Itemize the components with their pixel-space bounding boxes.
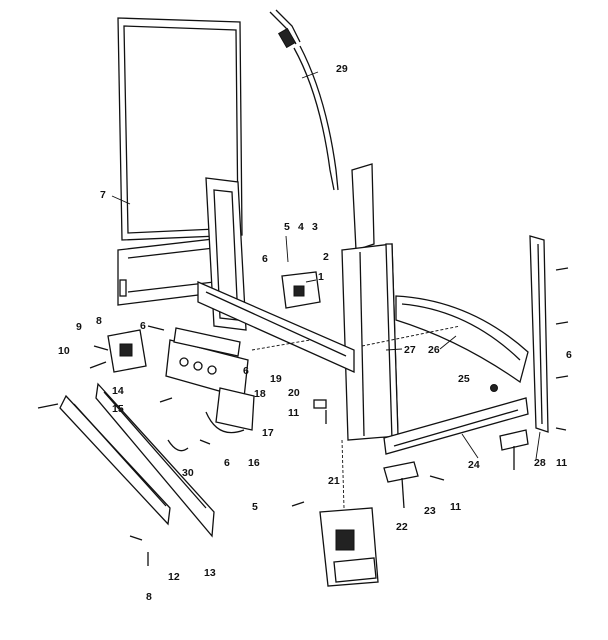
label-25: 25 — [458, 373, 470, 385]
label-11: 11 — [288, 407, 299, 419]
label-10: 10 — [58, 345, 70, 357]
toe-kick-rails — [59, 382, 215, 538]
label-22: 22 — [396, 521, 408, 533]
label-6: 6 — [262, 253, 268, 265]
part-labels: 29 7 5 4 3 2 6 1 9 8 6 10 27 26 6 6 19 1… — [58, 63, 572, 603]
label-6: 6 — [566, 349, 572, 361]
screws — [37, 267, 569, 566]
label-5: 5 — [252, 501, 258, 513]
label-19: 19 — [270, 373, 282, 385]
label-21: 21 — [328, 475, 340, 487]
label-8: 8 — [96, 315, 102, 327]
label-5: 5 — [284, 221, 290, 233]
label-6: 6 — [243, 365, 249, 377]
lower-bracket — [319, 507, 379, 587]
label-8: 8 — [146, 591, 152, 603]
right-side-rail — [529, 235, 549, 433]
label-11: 11 — [450, 501, 461, 513]
back-rail — [395, 295, 529, 384]
label-9: 9 — [76, 321, 82, 333]
switch-assembly — [107, 329, 147, 373]
label-15: 15 — [112, 403, 124, 415]
label-4: 4 — [298, 221, 304, 233]
label-27: 27 — [404, 344, 416, 356]
label-16: 16 — [248, 457, 260, 469]
label-3: 3 — [312, 221, 318, 233]
label-11: 11 — [556, 457, 567, 469]
label-30: 30 — [182, 467, 194, 479]
clamp — [167, 411, 245, 452]
assembly-lines — [251, 325, 461, 509]
label-12: 12 — [168, 571, 180, 583]
bottom-rail — [383, 397, 529, 455]
control-panel — [165, 327, 255, 431]
relay-box — [281, 271, 321, 309]
right-upright — [341, 163, 399, 442]
label-6: 6 — [140, 320, 146, 332]
label-18: 18 — [254, 388, 266, 400]
cross-rail — [197, 281, 355, 374]
label-24: 24 — [468, 459, 480, 471]
label-7: 7 — [100, 189, 106, 201]
label-28: 28 — [534, 457, 546, 469]
label-13: 13 — [204, 567, 216, 579]
label-6: 6 — [224, 457, 230, 469]
label-26: 26 — [428, 344, 440, 356]
label-17: 17 — [262, 427, 274, 439]
label-2: 2 — [323, 251, 329, 263]
power-cord — [269, 9, 339, 191]
leveling-leg — [383, 429, 529, 509]
leader-lines — [111, 71, 541, 460]
label-29: 29 — [336, 63, 348, 75]
label-14: 14 — [112, 385, 124, 397]
label-20: 20 — [288, 387, 300, 399]
label-23: 23 — [424, 505, 436, 517]
label-1: 1 — [318, 271, 324, 283]
